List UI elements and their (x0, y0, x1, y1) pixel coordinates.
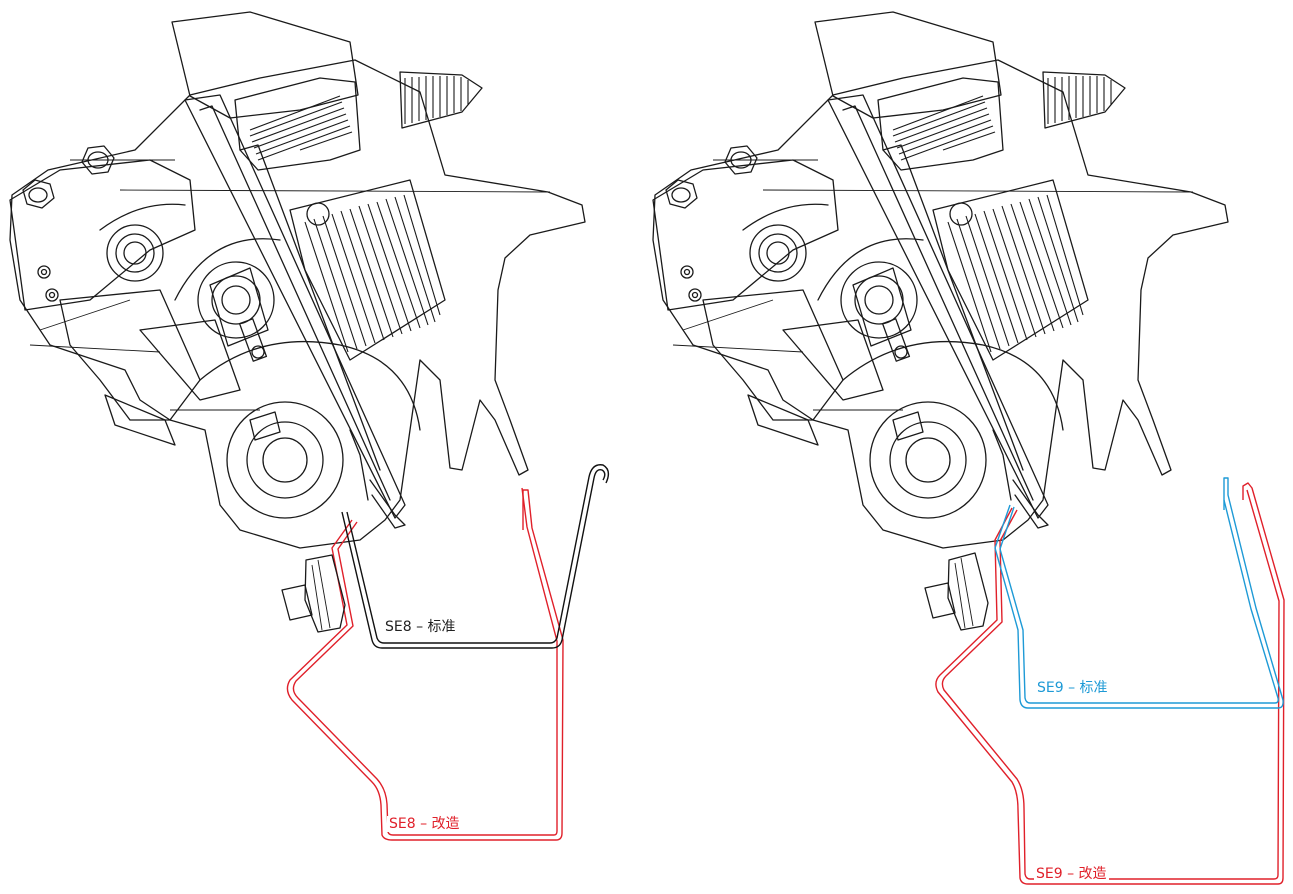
label-se8-modified: SE8 – 改造 (387, 816, 462, 832)
mechanism-right (652, 11, 1229, 549)
se9-modified-guard (935, 482, 1285, 885)
se8-standard-guard (341, 464, 610, 649)
mechanism-left (9, 11, 586, 549)
se8-modified-guard (286, 487, 564, 841)
se9-standard-guard (994, 477, 1284, 709)
label-se9-modified: SE9 – 改造 (1034, 866, 1109, 882)
bolt-right (924, 552, 989, 631)
label-se9-standard: SE9 – 标准 (1035, 680, 1110, 696)
bolt-left (281, 554, 346, 633)
label-se8-standard: SE8 – 标准 (383, 619, 458, 635)
